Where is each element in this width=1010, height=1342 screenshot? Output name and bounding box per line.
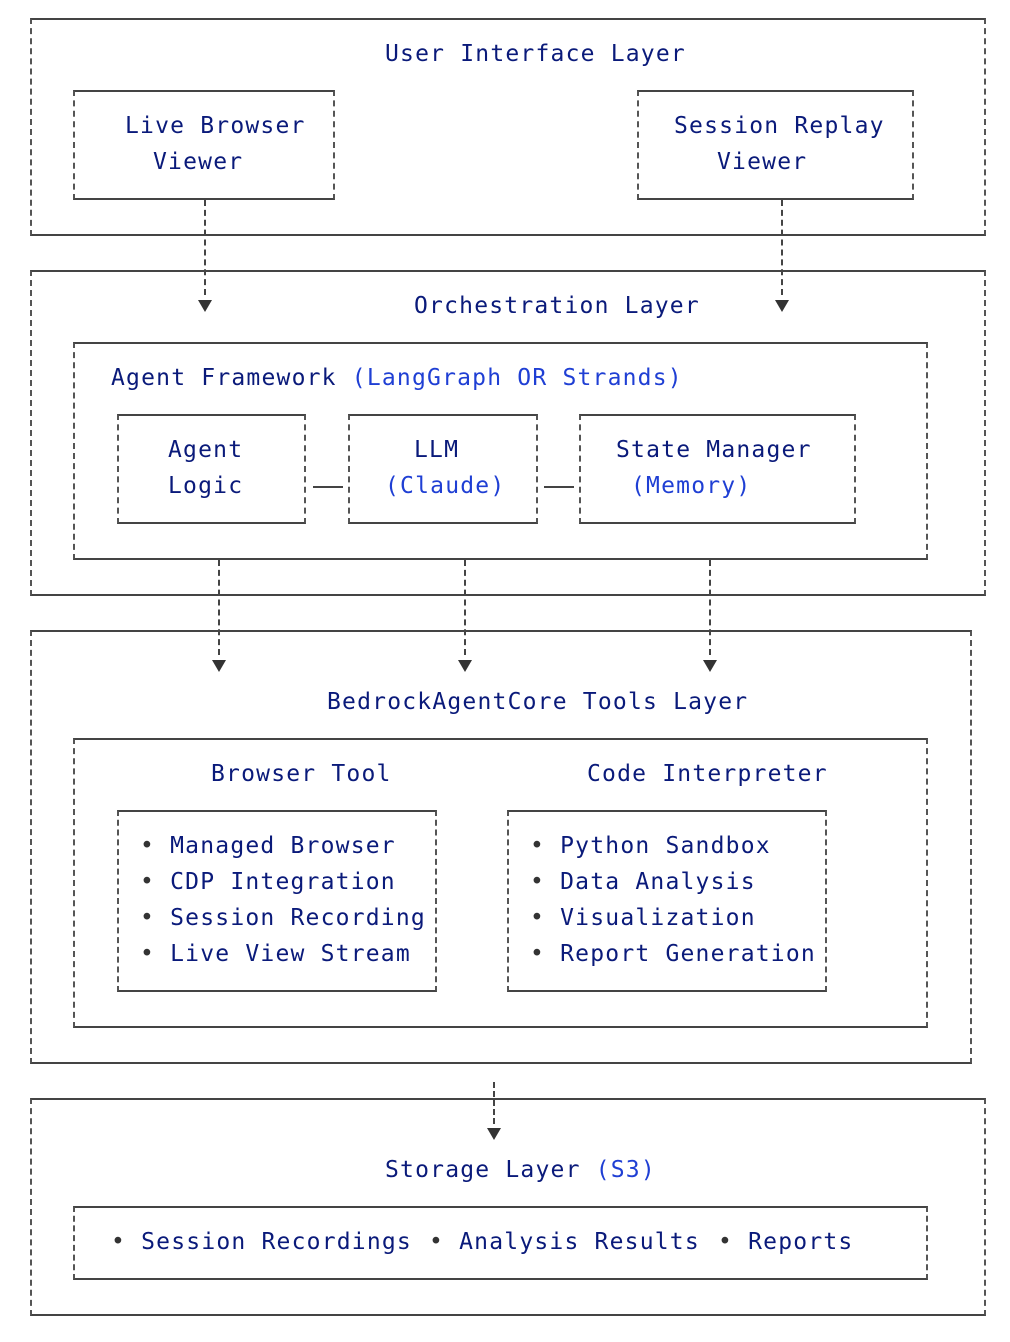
state-manager-line2: (Memory) [631,473,752,499]
session-replay-viewer-box [637,90,914,200]
arrow-down-icon [703,660,717,672]
tools-inner-box [73,738,928,1028]
live-browser-viewer-box [73,90,335,200]
browser-tool-item: • Session Recording [140,905,426,931]
arrow-down-icon [775,300,789,312]
session-replay-viewer-line2: Viewer [717,149,808,175]
agent-logic-box [117,414,306,524]
code-interpreter-item: • Visualization [530,905,756,931]
code-interpreter-item: • Data Analysis [530,869,756,895]
agent-framework-paren: (LangGraph OR Strands) [351,365,683,391]
browser-tool-item: • Managed Browser [140,833,396,859]
state-manager-box [579,414,856,524]
llm-box [348,414,538,524]
connector-logic-llm [313,486,343,488]
connector-tools-storage [493,1082,495,1124]
storage-layer-paren: (S3) [595,1157,656,1183]
storage-items-box [73,1206,928,1280]
llm-line2: (Claude) [385,473,506,499]
agent-framework-title: Agent Framework (LangGraph OR Strands) [111,360,683,396]
storage-layer-label: Storage Layer [385,1157,581,1183]
code-interpreter-title: Code Interpreter [587,761,828,787]
arrow-down-icon [212,660,226,672]
storage-item: • Analysis Results [429,1229,700,1255]
agent-framework-label: Agent Framework [111,365,337,391]
live-browser-viewer-line1: Live Browser [125,113,306,139]
browser-tool-item: • Live View Stream [140,941,411,967]
orchestration-layer-title: Orchestration Layer [414,293,700,319]
llm-line1: LLM [414,437,460,463]
agent-framework-box [73,342,928,560]
session-replay-viewer-line1: Session Replay [674,113,885,139]
orchestration-layer-box [30,270,986,596]
state-manager-line1: State Manager [616,437,812,463]
code-interpreter-item: • Report Generation [530,941,816,967]
storage-layer-title: Storage Layer (S3) [385,1152,656,1188]
browser-tool-item: • CDP Integration [140,869,396,895]
tools-layer-box [30,630,972,1064]
tools-layer-title: BedrockAgentCore Tools Layer [327,689,749,715]
browser-tool-title: Browser Tool [211,761,392,787]
connector-llm [464,560,466,655]
ui-layer-title: User Interface Layer [385,41,686,67]
connector-agent-logic [218,560,220,655]
browser-tool-box [117,810,437,992]
connector-live-viewer [204,200,206,295]
storage-item: • Session Recordings [111,1229,412,1255]
storage-item: • Reports [718,1229,854,1255]
agent-logic-line2: Logic [168,473,244,499]
connector-state-manager [709,560,711,655]
arrow-down-icon [487,1128,501,1140]
arrow-down-icon [458,660,472,672]
ui-layer-box [30,18,986,236]
code-interpreter-box [507,810,827,992]
agent-logic-line1: Agent [168,437,244,463]
code-interpreter-item: • Python Sandbox [530,833,771,859]
connector-replay-viewer [781,200,783,295]
storage-layer-box [30,1098,986,1316]
connector-llm-state [544,486,574,488]
live-browser-viewer-line2: Viewer [153,149,244,175]
arrow-down-icon [198,300,212,312]
